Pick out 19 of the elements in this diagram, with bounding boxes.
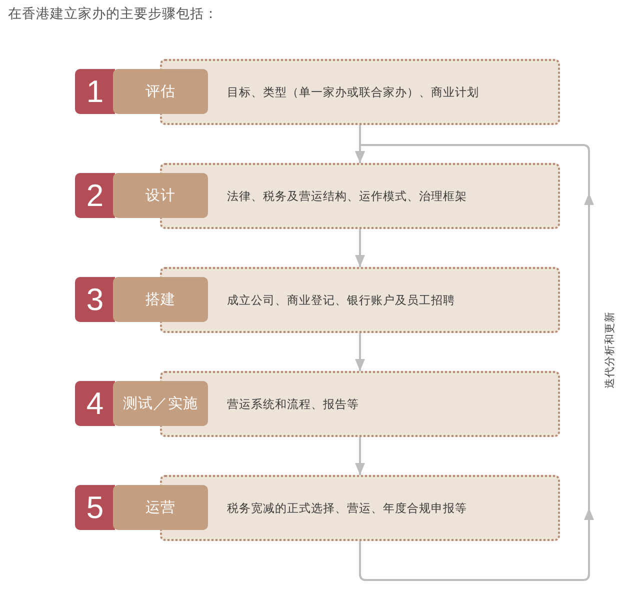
arrow bbox=[355, 333, 365, 371]
step-number: 4 bbox=[75, 381, 115, 426]
step-description: 营运系统和流程、报告等 bbox=[227, 396, 359, 412]
step-heading: 测试／实施 bbox=[113, 381, 208, 426]
arrow bbox=[355, 437, 365, 475]
step-heading: 评估 bbox=[113, 69, 208, 114]
step-heading: 搭建 bbox=[113, 277, 208, 322]
step-description: 法律、税务及营运结构、运作模式、治理框架 bbox=[227, 188, 467, 204]
step-number: 1 bbox=[75, 69, 115, 114]
step-heading: 设计 bbox=[113, 173, 208, 218]
step-number: 3 bbox=[75, 277, 115, 322]
step-number: 2 bbox=[75, 173, 115, 218]
step-description: 成立公司、商业登记、银行账户及员工招聘 bbox=[227, 292, 455, 308]
arrow bbox=[355, 229, 365, 267]
step-number: 5 bbox=[75, 485, 115, 530]
step-description: 税务宽减的正式选择、营运、年度合规申报等 bbox=[227, 500, 467, 516]
step-heading: 运营 bbox=[113, 485, 208, 530]
step-description: 目标、类型（单一家办或联合家办）、商业计划 bbox=[227, 84, 479, 100]
heading: 在香港建立家办的主要步骤包括： bbox=[8, 5, 218, 23]
